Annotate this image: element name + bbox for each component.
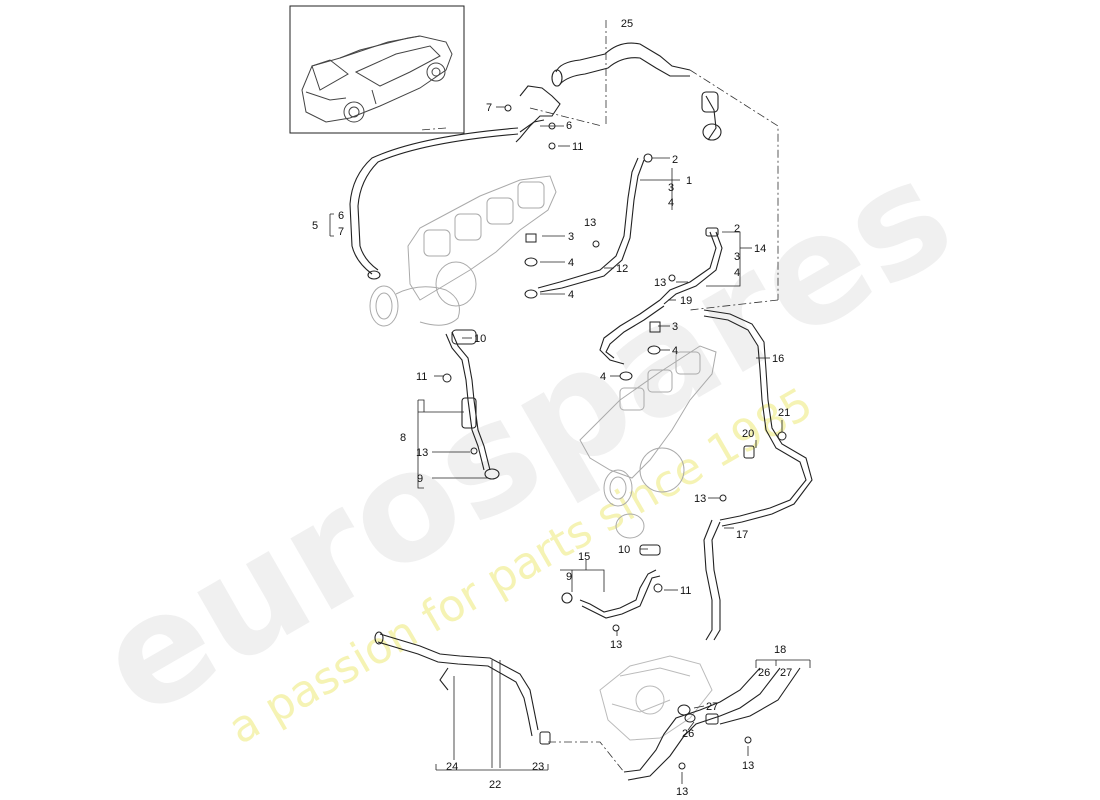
part-label: 2 [672,154,678,166]
part-label: 20 [742,428,754,440]
part-label: 14 [754,243,766,255]
part-label: 13 [416,447,428,459]
part-label: 13 [742,760,754,772]
part-label: 8 [400,432,406,444]
watermark: eurospares a passion for parts since 198… [71,126,979,754]
part-label: 11 [416,371,427,383]
part-label: 16 [772,353,784,365]
part-label: 11 [680,585,691,597]
part-label: 7 [486,102,492,114]
part-label: 22 [489,779,501,791]
part-label: 27 [780,667,792,679]
watermark-brand: eurospares [71,126,979,751]
part-label: 6 [338,210,344,222]
part-label: 12 [616,263,628,275]
part-label: 26 [758,667,770,679]
part-label: 13 [584,217,596,229]
part-labels: 25 7 6 11 2 1 3 4 5 6 7 13 3 4 12 4 2 14… [312,18,792,798]
leader-lines [329,106,811,784]
part-label: 1 [686,175,692,187]
part-label: 4 [672,345,678,357]
part-label: 13 [676,786,688,798]
part-label: 10 [474,333,486,345]
part-label: 3 [672,321,678,333]
part-label: 2 [734,223,740,235]
part-label: 15 [578,551,590,563]
part-label: 23 [532,761,544,773]
part-label: 9 [417,473,423,485]
part-label: 4 [668,197,674,209]
part-label: 26 [682,728,694,740]
part-label: 4 [568,289,574,301]
part-label: 4 [600,371,606,383]
part-label: 25 [621,18,633,30]
part-label: 4 [734,267,740,279]
part-label: 3 [668,182,674,194]
part-label: 18 [774,644,786,656]
part-label: 13 [694,493,706,505]
turbo-manifold-left [369,175,557,327]
part-label: 17 [736,529,748,541]
part-label: 19 [680,295,692,307]
part-label: 3 [734,251,740,263]
part-label: 21 [778,407,790,419]
part-label: 24 [446,761,458,773]
turbo-manifold-right [579,345,717,539]
part-label: 13 [610,639,622,651]
part-label: 6 [566,120,572,132]
part-label: 5 [312,220,318,232]
part-label: 4 [568,257,574,269]
vehicle-thumbnail [289,5,465,134]
part-label: 3 [568,231,574,243]
part-label: 13 [654,277,666,289]
part-label: 9 [566,571,572,583]
fittings [442,104,787,770]
part-label: 10 [618,544,630,556]
pipes [349,42,813,781]
part-label: 11 [572,141,583,153]
connection-lines [419,20,779,773]
part-label: 27 [706,701,718,713]
engine-block-ghost [599,655,713,741]
part-label: 7 [338,226,344,238]
